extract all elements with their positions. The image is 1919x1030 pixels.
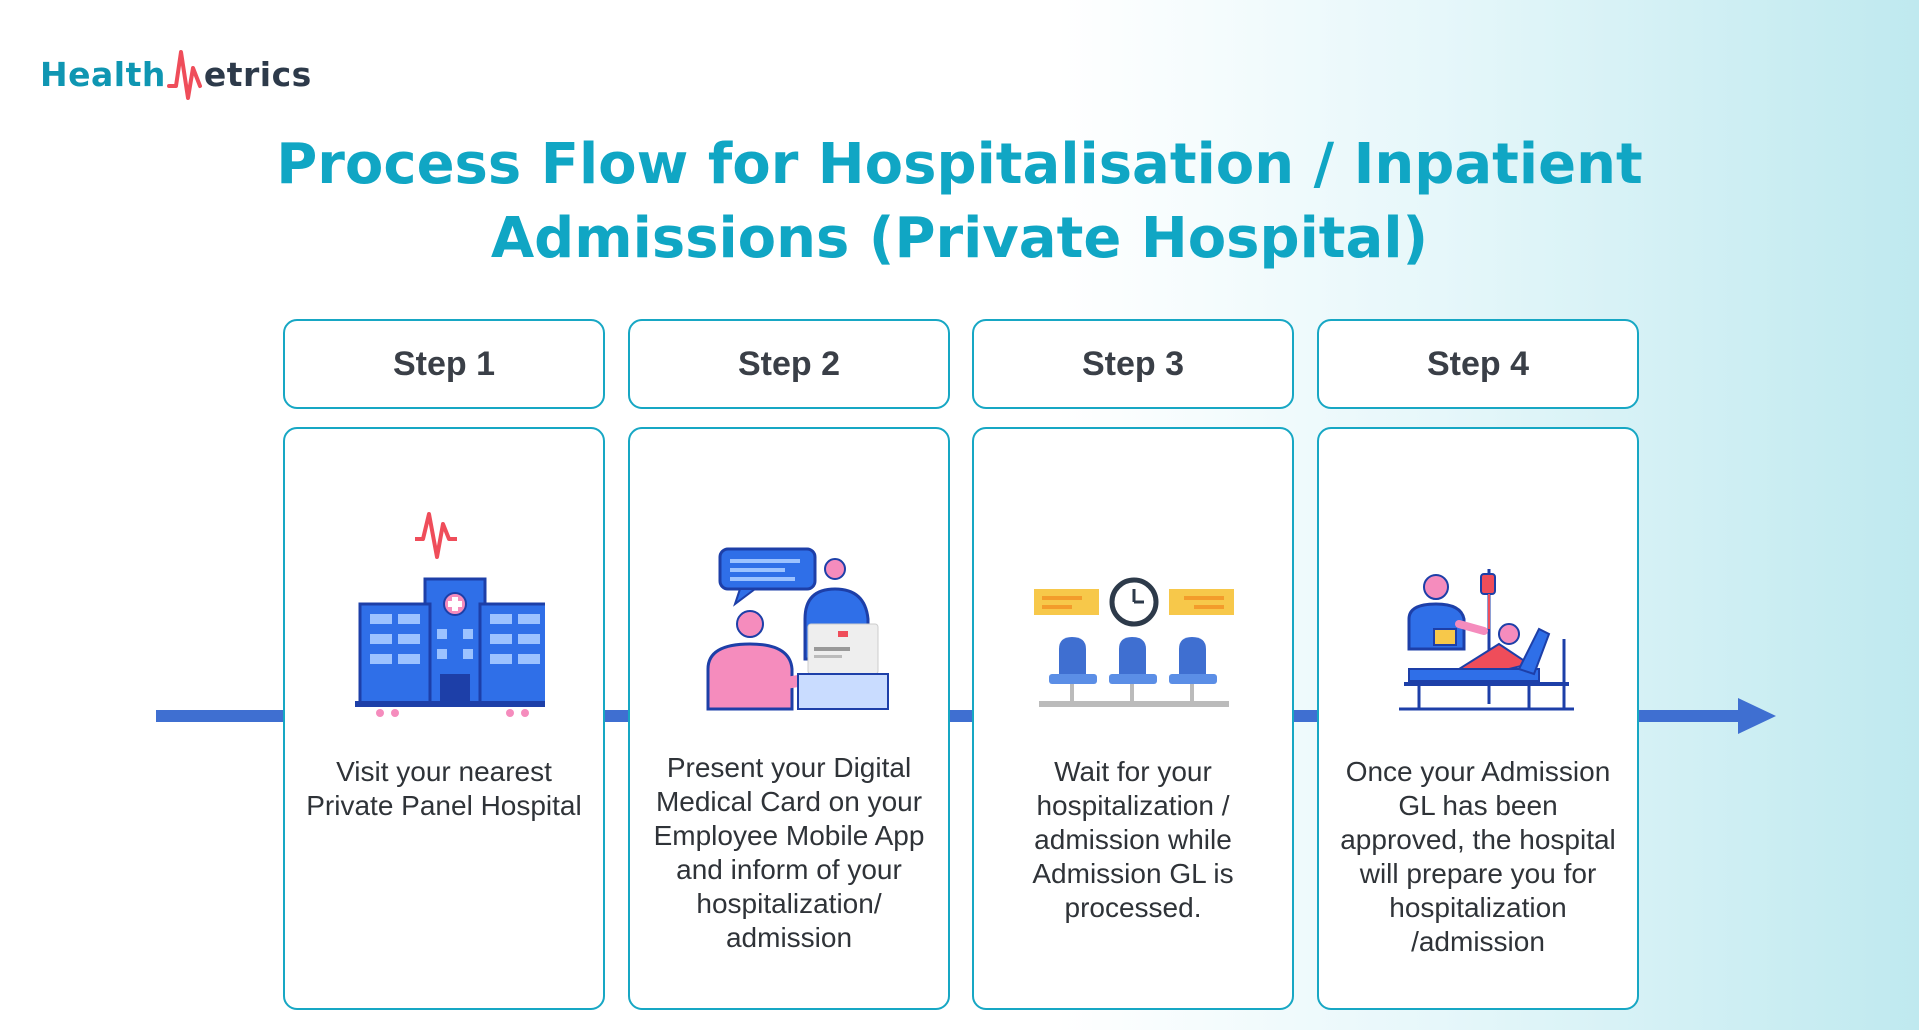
logo-text-health: Health: [40, 54, 166, 94]
logo-text-metrics: etrics: [203, 54, 312, 94]
hospital-bed-icon: [1399, 569, 1574, 711]
step-2-header: Step 2: [628, 319, 950, 409]
step-4-description: Once your Admission GL has been approved…: [1340, 756, 1616, 957]
step-3-description: Wait for your hospitalization / admissio…: [1032, 756, 1234, 923]
page-title: Process Flow for Hospitalisation / Inpat…: [0, 128, 1919, 276]
step-2-description: Present your Digital Medical Card on you…: [653, 752, 925, 953]
step-2-card: Present your Digital Medical Card on you…: [628, 427, 950, 1010]
digital-medical-card-icon: [706, 547, 889, 711]
step-1-description: Visit your nearest Private Panel Hospita…: [306, 756, 582, 821]
step-3-card: Wait for your hospitalization / admissio…: [972, 427, 1294, 1010]
hospital-icon: [355, 512, 545, 717]
heartbeat-m-icon: [166, 50, 202, 100]
healthmetrics-logo: Health etrics: [40, 42, 312, 106]
step-1-header: Step 1: [283, 319, 605, 409]
step-4-card: Once your Admission GL has been approved…: [1317, 427, 1639, 1010]
title-line-2: Admissions (Private Hospital): [490, 206, 1429, 271]
waiting-room-icon: [1034, 577, 1234, 707]
step-3-header: Step 3: [972, 319, 1294, 409]
title-line-1: Process Flow for Hospitalisation / Inpat…: [276, 132, 1643, 197]
step-1-card: Visit your nearest Private Panel Hospita…: [283, 427, 605, 1010]
timeline-arrow-icon: [1738, 698, 1776, 734]
step-4-header: Step 4: [1317, 319, 1639, 409]
